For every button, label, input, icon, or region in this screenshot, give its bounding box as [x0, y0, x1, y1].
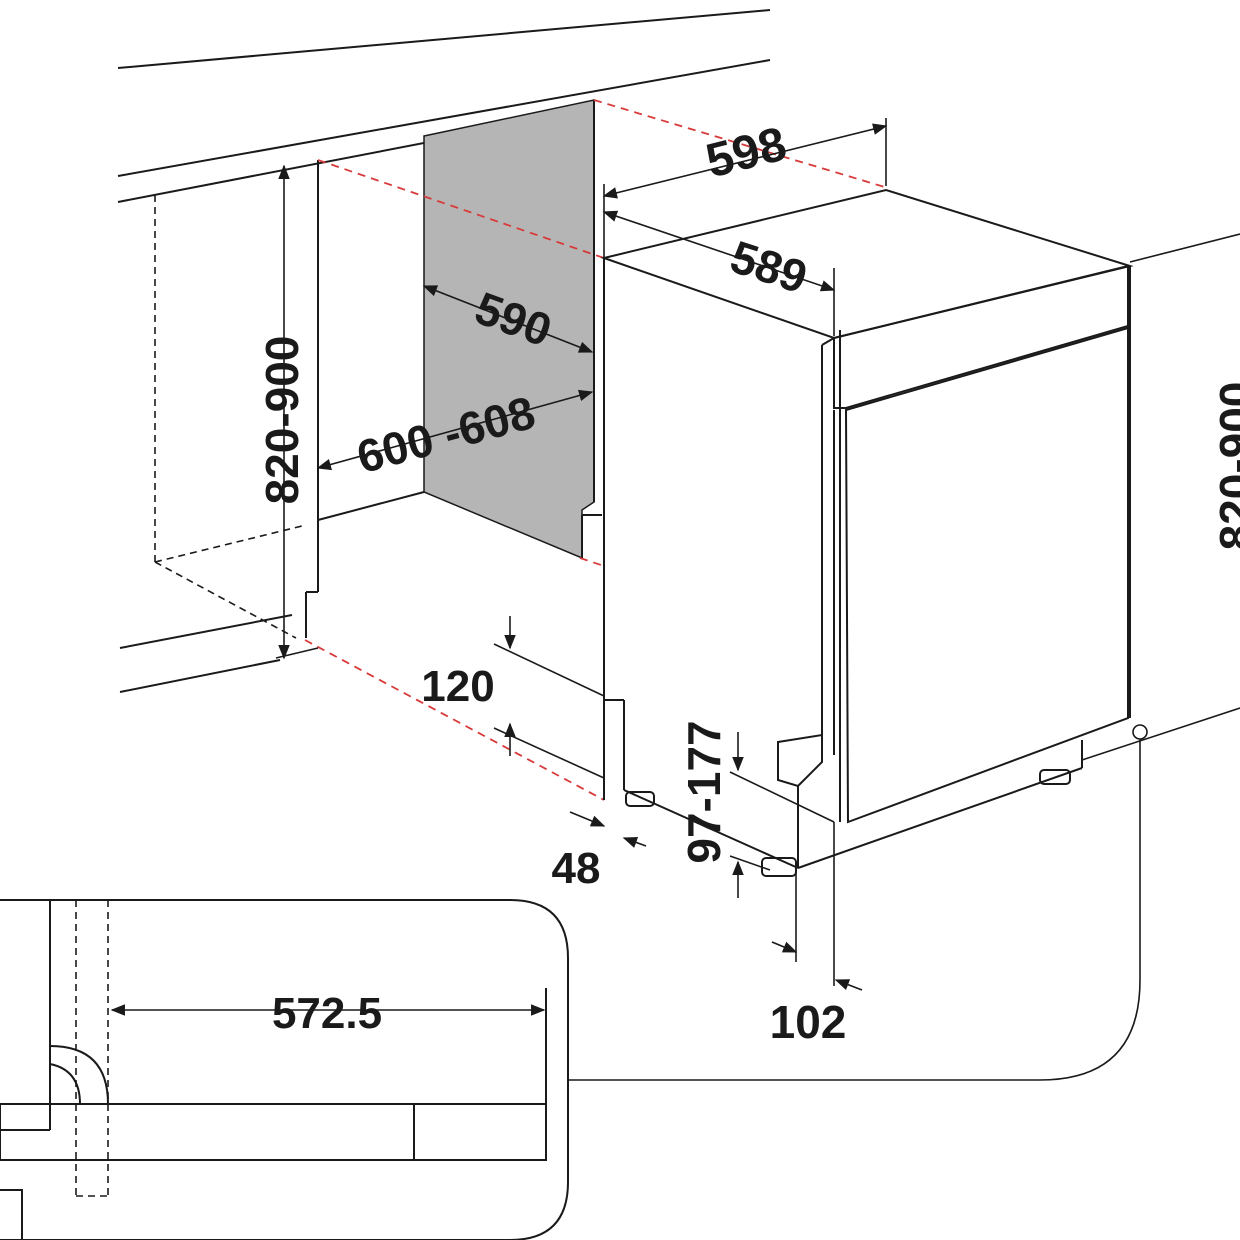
- niche-structure: [119, 99, 602, 693]
- detail-callout: [568, 724, 1148, 1081]
- dimension-lines: [275, 118, 1240, 991]
- label-120: 120: [421, 662, 494, 711]
- dimension-labels: 598 589 590 600 -608 820-900 120 48 97-1…: [256, 118, 1240, 1048]
- label-97-177: 97-177: [678, 720, 730, 863]
- label-572-5: 572.5: [272, 989, 382, 1038]
- label-589: 589: [724, 230, 813, 303]
- detail-view: [0, 899, 569, 1240]
- dishwasher-body: [600, 188, 1134, 877]
- label-48: 48: [552, 844, 601, 893]
- label-102: 102: [770, 996, 847, 1048]
- label-820-900-partial: 820-900: [1210, 382, 1240, 551]
- label-598: 598: [701, 118, 792, 189]
- label-820-900: 820-900: [256, 336, 308, 505]
